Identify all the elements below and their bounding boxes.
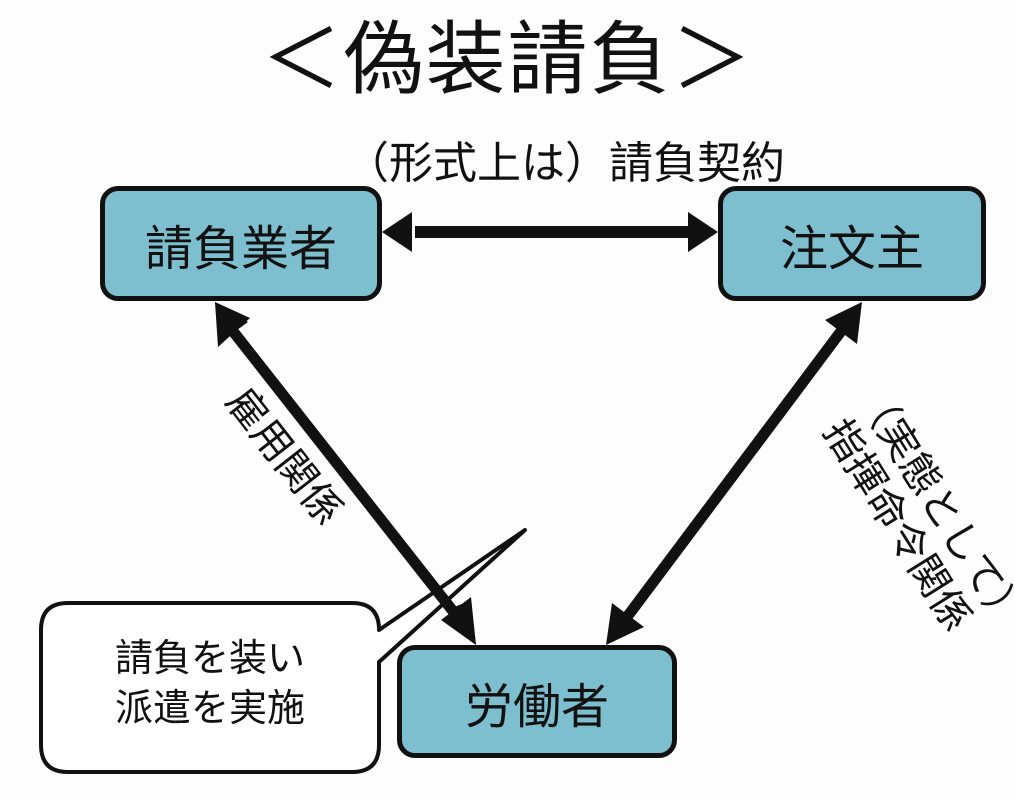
label-contract: （形式上は）請負契約 — [345, 138, 785, 189]
diagram-title: ＜偽装請負＞ — [261, 13, 754, 106]
node-contractor: 請負業者 — [100, 186, 382, 301]
callout-line-1: 請負を装い — [114, 636, 305, 680]
callout-text: 請負を装い 派遣を実施 — [50, 633, 370, 733]
arrow-client-worker — [606, 302, 862, 645]
node-contractor-label: 請負業者 — [144, 220, 337, 277]
node-worker-label: 労働者 — [464, 678, 609, 735]
arrow-contractor-client — [382, 212, 718, 252]
node-client-label: 注文主 — [779, 220, 924, 277]
node-client: 注文主 — [718, 186, 986, 301]
node-worker: 労働者 — [397, 645, 677, 758]
callout-line-2: 派遣を実施 — [114, 686, 305, 730]
arrow-contractor-worker — [215, 302, 476, 645]
callout-bubble — [39, 528, 527, 774]
